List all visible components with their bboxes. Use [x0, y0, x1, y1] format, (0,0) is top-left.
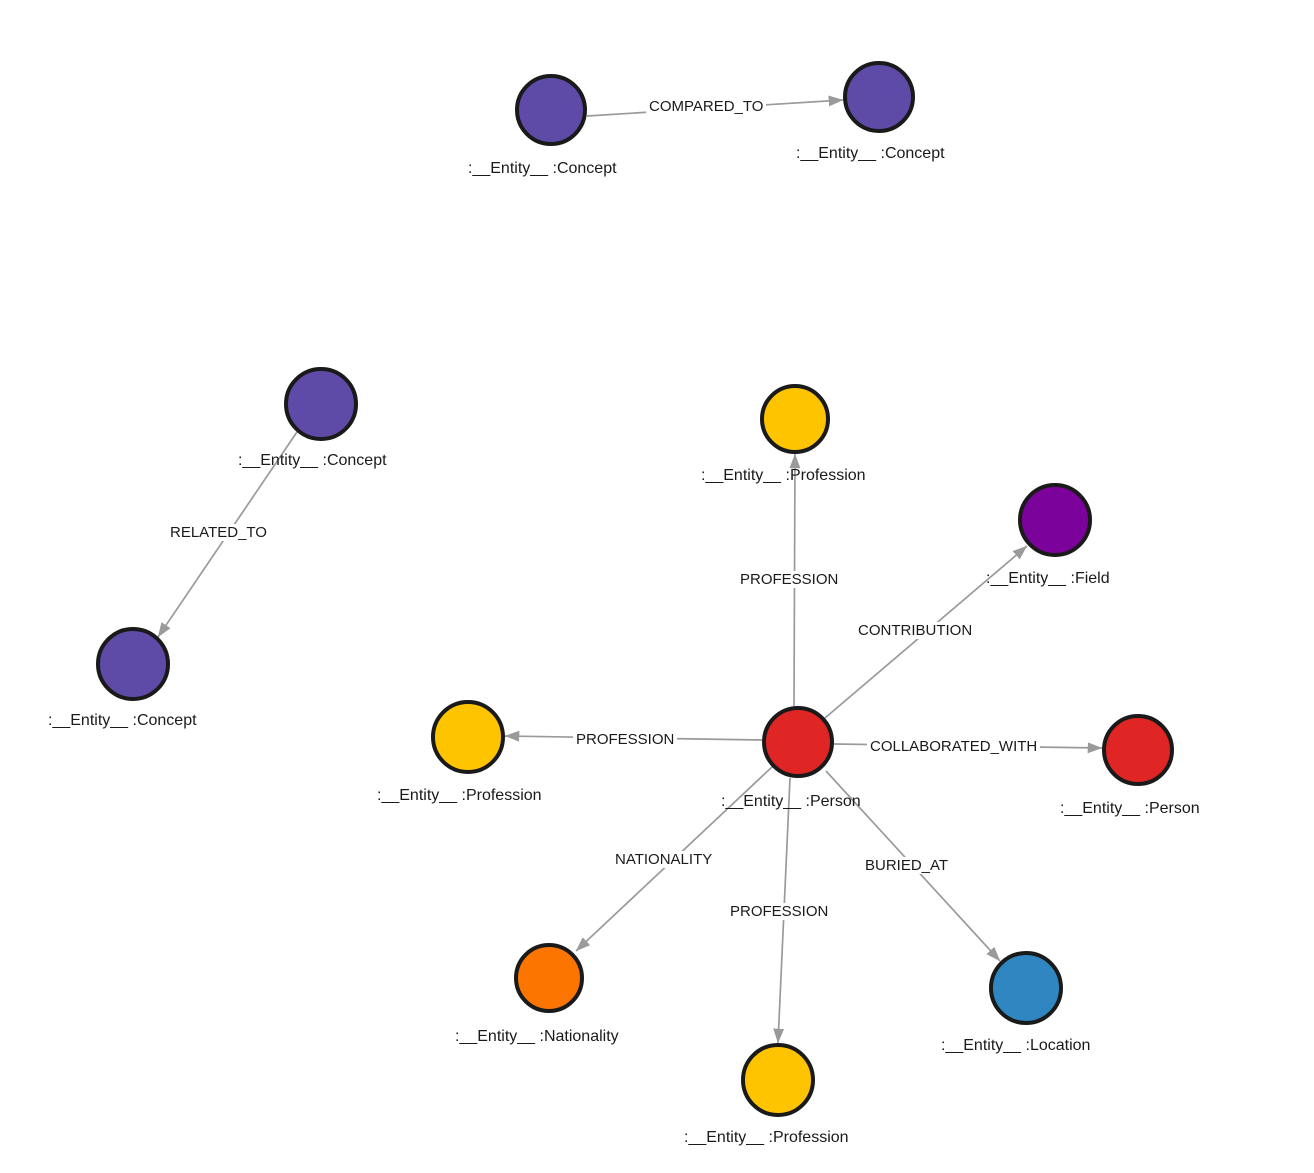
graph-node-profession[interactable] — [431, 700, 505, 774]
node-caption: :__Entity__ :Concept — [238, 452, 387, 469]
edge-caption: NATIONALITY — [612, 851, 716, 868]
edge-caption: COLLABORATED_WITH — [867, 738, 1041, 755]
node-caption: :__Entity__ :Profession — [377, 787, 542, 804]
graph-node-person[interactable] — [762, 706, 834, 778]
edge-caption: COMPARED_TO — [646, 98, 767, 115]
node-caption: :__Entity__ :Concept — [796, 145, 945, 162]
graph-node-nationality[interactable] — [514, 943, 584, 1013]
node-caption: :__Entity__ :Profession — [701, 467, 866, 484]
edge-caption: RELATED_TO — [167, 524, 270, 541]
graph-node-concept[interactable] — [284, 367, 358, 441]
graph-node-person[interactable] — [1102, 714, 1174, 786]
node-caption: :__Entity__ :Person — [721, 793, 861, 810]
edge-caption: PROFESSION — [737, 571, 842, 588]
edge-caption: CONTRIBUTION — [855, 622, 976, 639]
node-caption: :__Entity__ :Concept — [468, 160, 617, 177]
node-caption: :__Entity__ :Location — [941, 1037, 1091, 1054]
graph-node-concept[interactable] — [515, 74, 587, 146]
node-caption: :__Entity__ :Profession — [684, 1129, 849, 1146]
graph-node-field[interactable] — [1018, 483, 1092, 557]
node-caption: :__Entity__ :Concept — [48, 712, 197, 729]
node-caption: :__Entity__ :Nationality — [455, 1028, 619, 1045]
graph-node-profession[interactable] — [760, 384, 830, 454]
edge-caption: PROFESSION — [573, 731, 678, 748]
graph-node-concept[interactable] — [843, 61, 915, 133]
graph-node-location[interactable] — [989, 951, 1063, 1025]
node-caption: :__Entity__ :Field — [986, 570, 1110, 587]
graph-node-profession[interactable] — [741, 1043, 815, 1117]
graph-node-concept[interactable] — [96, 627, 170, 701]
node-caption: :__Entity__ :Person — [1060, 800, 1200, 817]
edge-caption: PROFESSION — [727, 903, 832, 920]
edge-caption: BURIED_AT — [862, 857, 952, 874]
